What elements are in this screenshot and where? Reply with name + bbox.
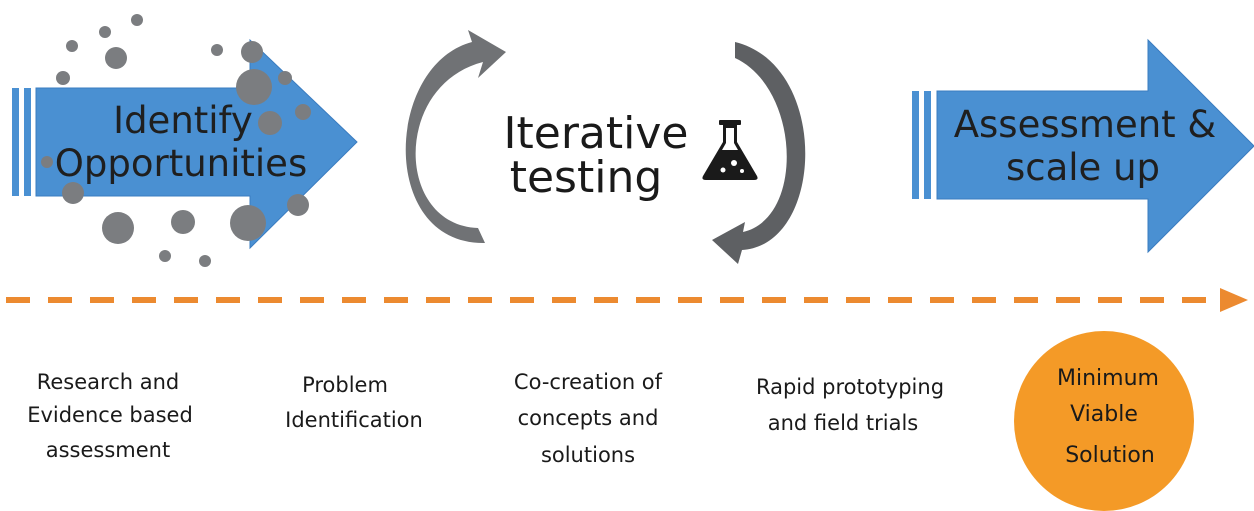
stage-label-line: assessment	[46, 438, 170, 462]
outcome-label-line: Viable	[1070, 402, 1138, 427]
dot	[295, 104, 311, 120]
timeline	[6, 288, 1248, 312]
scatter-dots	[41, 14, 311, 267]
stage-label-line: solutions	[541, 443, 635, 467]
dot	[258, 111, 282, 135]
identify-label-line1: Identify	[113, 99, 253, 142]
stage-label-line: Evidence based	[27, 403, 193, 427]
outcome-circle: Minimum Viable Solution	[1014, 331, 1194, 511]
cycle-arrow-right	[712, 42, 806, 264]
dot	[99, 26, 111, 38]
dot	[41, 156, 53, 168]
outcome-circle-shape	[1014, 331, 1194, 511]
assessment-label-line2: scale up	[1006, 146, 1160, 189]
dot	[66, 40, 78, 52]
stage-prototyping: Rapid prototyping and field trials	[756, 375, 944, 435]
stage-label-line: Research and	[37, 370, 180, 394]
dot	[102, 212, 134, 244]
dot	[287, 194, 309, 216]
dot	[56, 71, 70, 85]
stage-label-line: Problem	[302, 373, 388, 397]
outcome-label-line: Minimum	[1057, 366, 1159, 391]
dot	[211, 44, 223, 56]
iterative-label-line1: Iterative	[504, 108, 689, 159]
identify-arrow: Identify Opportunities	[12, 14, 358, 267]
dot	[241, 41, 263, 63]
cycle-arrow-left	[405, 30, 506, 244]
identify-arrow-stripe	[24, 88, 31, 196]
stage-cocreation: Co-creation of concepts and solutions	[514, 370, 663, 467]
stage-label-line: Rapid prototyping	[756, 375, 944, 399]
stage-label-line: Identification	[285, 408, 423, 432]
identify-arrow-stripe	[12, 88, 19, 196]
assessment-arrow: Assessment & scale up	[912, 38, 1254, 254]
assessment-label-line1: Assessment &	[954, 103, 1217, 146]
dot	[278, 71, 292, 85]
assessment-arrow-stripe	[912, 91, 919, 199]
assessment-arrow-body	[936, 38, 1254, 254]
dot	[230, 205, 266, 241]
stage-label-line: concepts and	[518, 406, 659, 430]
assessment-arrow-stripe	[924, 91, 931, 199]
dot	[171, 210, 195, 234]
dot	[131, 14, 143, 26]
stage-label-line: Co-creation of	[514, 370, 663, 394]
dot	[236, 69, 272, 105]
iterative-label-line2: testing	[510, 152, 663, 203]
stage-label-line: and field trials	[768, 411, 919, 435]
dot	[199, 255, 211, 267]
stage-problem: Problem Identification	[285, 373, 423, 432]
timeline-arrowhead	[1220, 288, 1248, 312]
flask-icon	[702, 120, 758, 180]
dot	[159, 250, 171, 262]
stage-research: Research and Evidence based assessment	[27, 370, 193, 462]
dot	[105, 47, 127, 69]
iterative-cycle: Iterative testing	[405, 30, 806, 264]
dot	[62, 182, 84, 204]
outcome-label-line: Solution	[1065, 443, 1155, 468]
identify-label-line2: Opportunities	[55, 142, 307, 185]
